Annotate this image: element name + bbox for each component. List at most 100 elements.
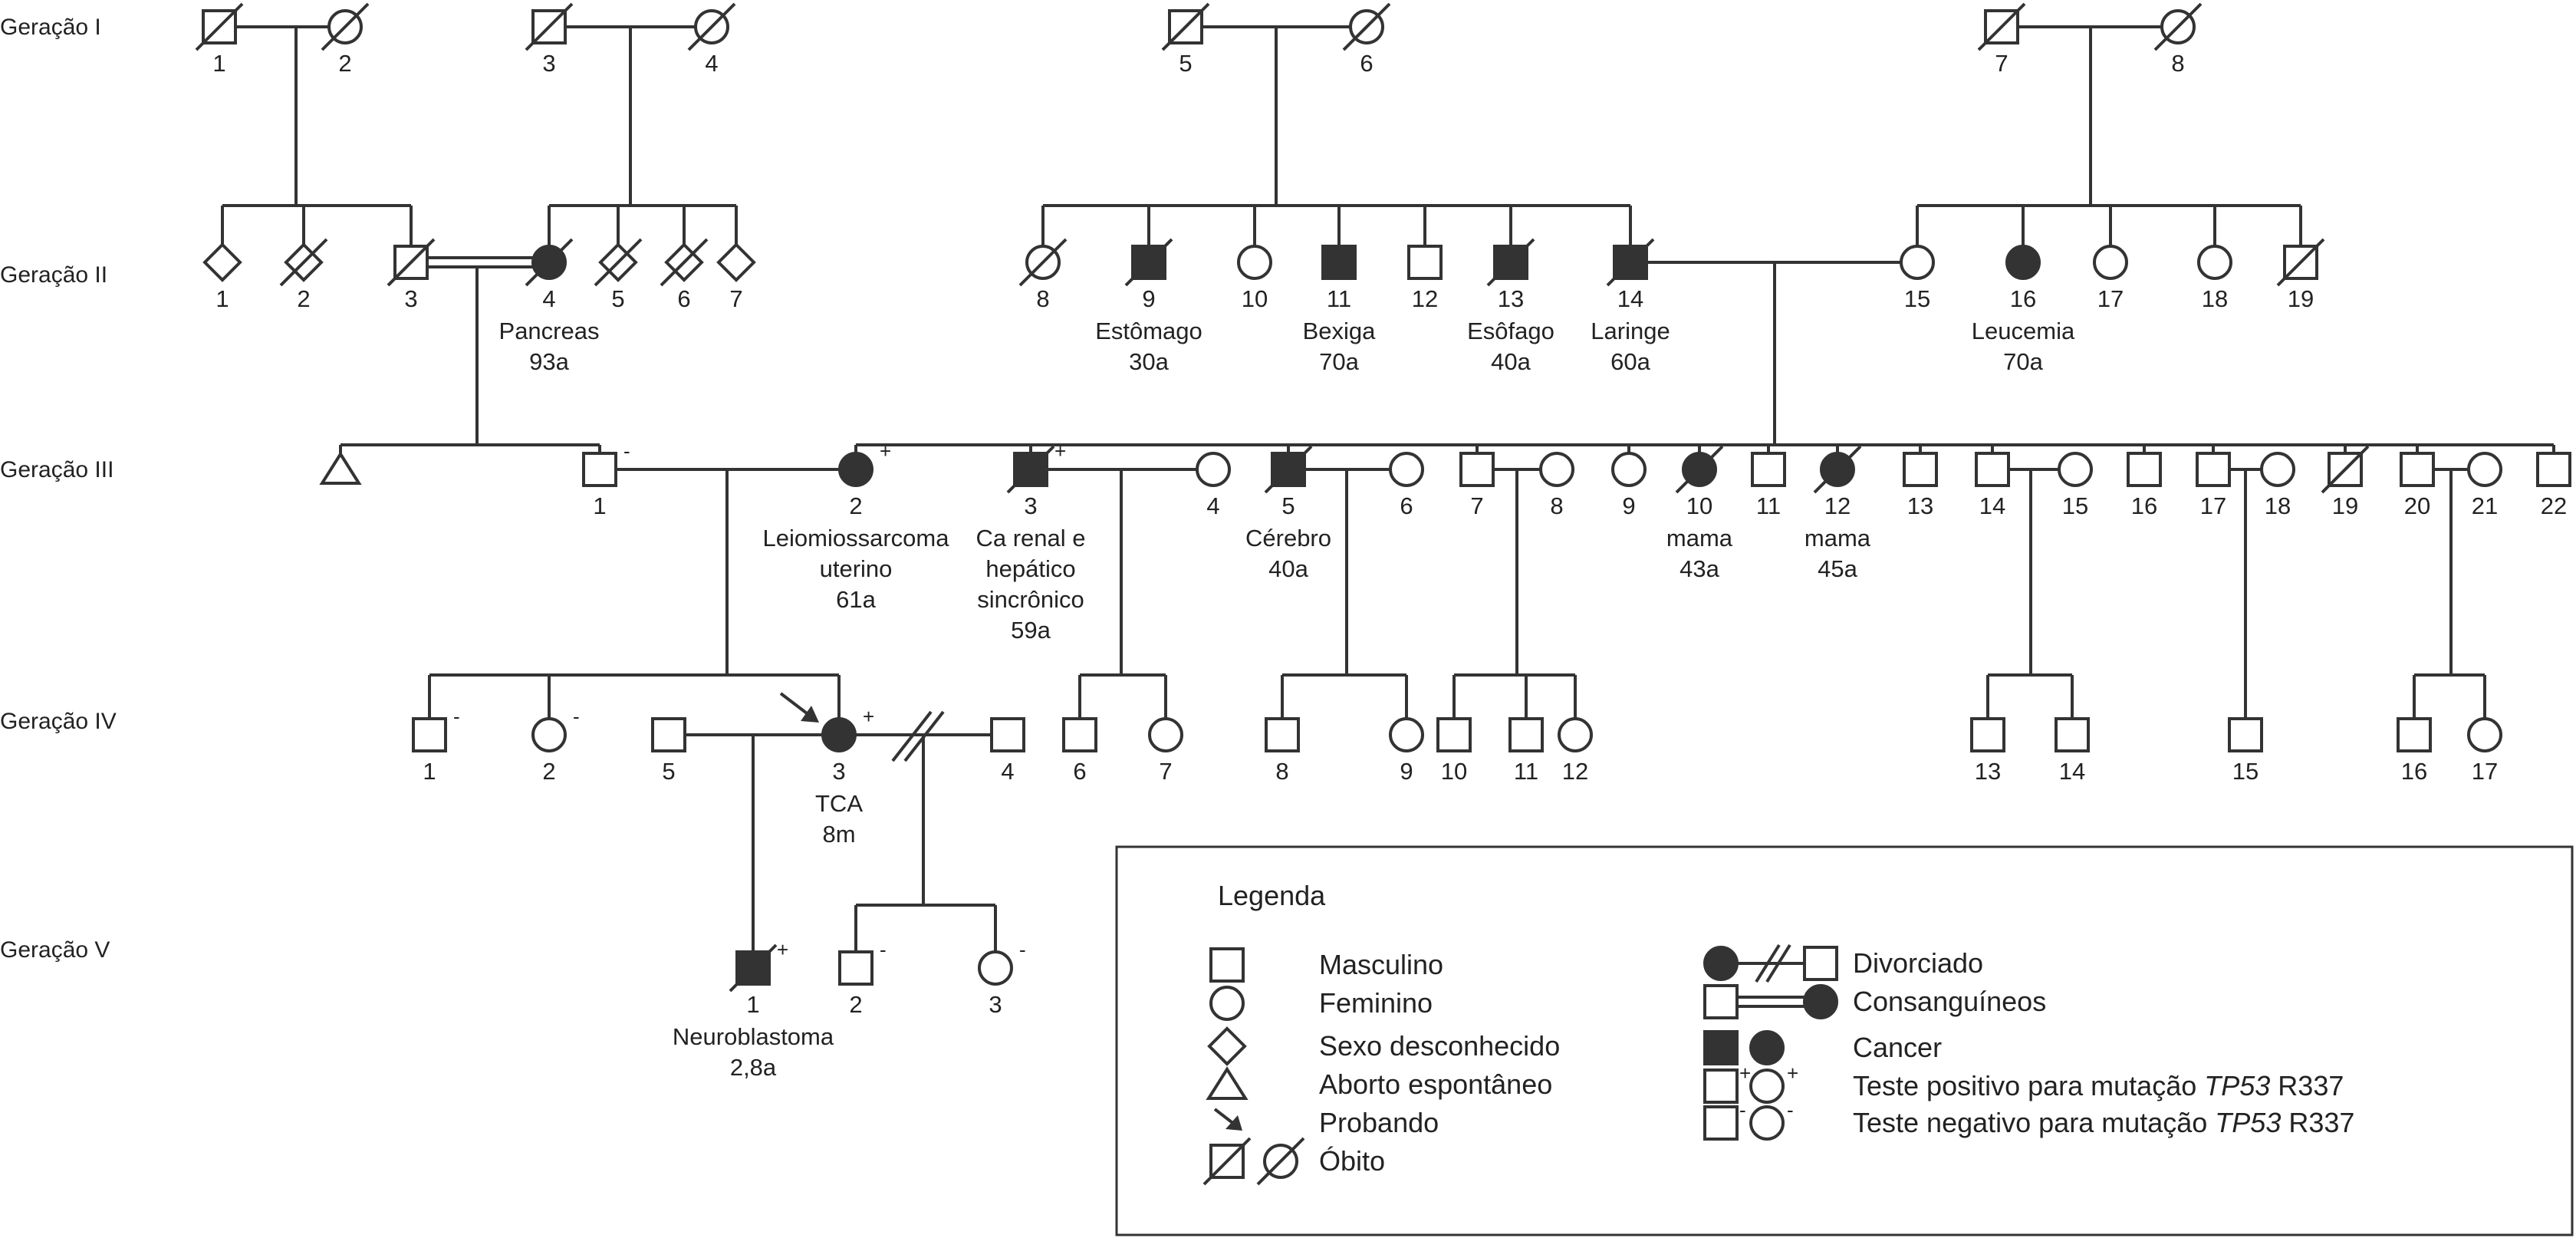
deceased-mark (2276, 238, 2325, 287)
individual-ii7: 7 (716, 242, 756, 312)
legend-female-symbol (1209, 986, 1245, 1021)
individual-symbol (1751, 452, 1786, 487)
individual-iii13: 13 (1903, 452, 1938, 519)
individual-number: 13 (1907, 492, 1933, 519)
individual-number: 8 (1275, 758, 1288, 785)
individual-ii19: 19 (2276, 238, 2325, 312)
deceased-mark (660, 238, 709, 287)
individual-iv1: 1- (412, 705, 460, 785)
individual-iv14: 14 (2055, 717, 2090, 785)
individual-symbol (1407, 245, 1443, 280)
legend-variant-name: R337 (2270, 1070, 2344, 1101)
individual-symbol (2467, 452, 2502, 487)
individual-number: 16 (2401, 758, 2427, 785)
individual-number: 2 (297, 285, 310, 312)
individual-annotation: 40a (1268, 555, 1308, 582)
individual-number: 6 (1400, 492, 1413, 519)
deceased-mark (1161, 2, 1210, 51)
individual-annotation: 60a (1610, 348, 1650, 375)
individual-ii10: 10 (1237, 245, 1272, 312)
individual-annotation: 70a (2003, 348, 2043, 375)
legend-negative-mark: - (1739, 1098, 1746, 1121)
individual-iii8: 8 (1539, 452, 1574, 519)
individual-annotation: mama (1666, 525, 1733, 552)
legend-item-label: Masculino (1319, 949, 1443, 980)
individual-number: 1 (212, 50, 225, 77)
legend-item-text: Divorciado (1853, 947, 1983, 979)
legend-positive-mark: + (1787, 1062, 1798, 1085)
individual-symbol (2197, 245, 2232, 280)
individual-annotation: TCA (815, 790, 863, 817)
individual-number: 13 (1975, 758, 2001, 785)
legend-item-label: Cancer (1853, 1032, 1942, 1063)
individual-symbol (1611, 452, 1647, 487)
individual-annotation: 8m (822, 821, 855, 848)
individual-symbol (1539, 452, 1574, 487)
individual-symbol (202, 242, 242, 282)
legend-box (1115, 845, 2574, 1236)
individual-symbol (1436, 717, 1472, 752)
deceased-mark (195, 2, 244, 51)
individual-v2: 2- (838, 938, 887, 1018)
test-result-mark: - (623, 440, 630, 463)
individual-iii14: 14 (1975, 452, 2010, 519)
individual-number: 10 (1242, 285, 1268, 312)
individual-number: 5 (1281, 492, 1295, 519)
deceased-mark (1675, 445, 1724, 494)
individual-symbol (1389, 717, 1424, 752)
individual-iii18: 18 (2260, 452, 2295, 519)
individual-iv12: 12 (1558, 717, 1593, 785)
individual-annotation: 40a (1491, 348, 1531, 375)
legend-item-label: Consanguíneos (1853, 986, 2046, 1017)
individual-number: 15 (1904, 285, 1930, 312)
legend-item-text: Aborto espontâneo (1319, 1068, 1552, 1100)
individual-number: 9 (1142, 285, 1155, 312)
individual-symbol (1903, 452, 1938, 487)
individual-number: 2 (542, 758, 555, 785)
legend-deceased-mark (1256, 1137, 1305, 1186)
individual-number: 16 (2010, 285, 2036, 312)
individual-number: 4 (705, 50, 718, 77)
individual-ii18: 18 (2197, 245, 2232, 312)
individual-annotation: 70a (1319, 348, 1359, 375)
individual-symbol (2467, 717, 2502, 752)
legend-item-label: Sexo desconhecido (1319, 1030, 1560, 1062)
legend-item-label: Teste positivo para mutação (1853, 1070, 2204, 1101)
individual-number: 1 (215, 285, 229, 312)
individual-symbol (2093, 245, 2128, 280)
deceased-mark (1124, 238, 1173, 287)
individual-iii22: 22 (2536, 452, 2571, 519)
individual-number: 6 (1360, 50, 1373, 77)
individual-symbol (716, 242, 756, 282)
individual-iv7: 7 (1148, 717, 1183, 785)
individual-number: 11 (1756, 492, 1781, 519)
deceased-mark (387, 238, 436, 287)
individual-symbol (2196, 452, 2231, 487)
individual-number: 1 (593, 492, 606, 519)
test-result-mark: + (777, 938, 788, 961)
legend-item-text: Teste positivo para mutação TP53 R337 (1853, 1070, 2344, 1101)
legend-consanguineous-male (1703, 984, 1739, 1019)
deceased-mark (2321, 445, 2370, 494)
individual-annotation: uterino (820, 555, 893, 582)
individual-annotation: 30a (1129, 348, 1169, 375)
individual-symbol (1062, 717, 1097, 752)
individual-number: 16 (2131, 492, 2157, 519)
individual-annotation: Estômago (1095, 318, 1202, 344)
proband-arrowhead (801, 706, 819, 723)
individual-symbol (1975, 452, 2010, 487)
deceased-mark (321, 2, 370, 51)
individual-number: 5 (662, 758, 675, 785)
individual-iv11: 11 (1508, 717, 1544, 785)
legend-divorced-female (1703, 946, 1739, 981)
individual-iv8: 8 (1265, 717, 1300, 785)
legend-item-label: Aborto espontâneo (1319, 1068, 1552, 1100)
legend-test-female (1749, 1068, 1785, 1104)
